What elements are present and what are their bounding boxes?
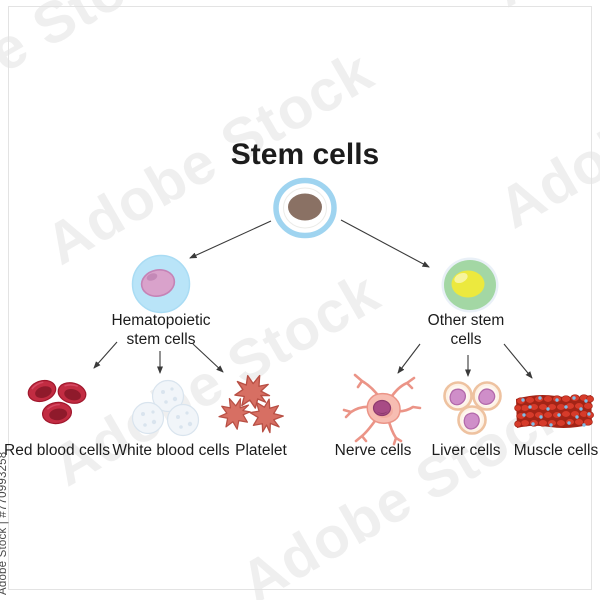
label-muscle-cells: Muscle cells: [513, 442, 599, 459]
label-nerve-cells: Nerve cells: [334, 442, 412, 459]
tree-arrows: [93, 219, 533, 379]
stock-credit: Adobe Stock | #770993258: [0, 451, 9, 595]
label-red-blood-cells: Red blood cells: [4, 442, 110, 459]
liver-cells-illustration: [443, 381, 502, 435]
muscle-cells-illustration: [514, 394, 594, 428]
arrow-other-to-nerve: [397, 343, 421, 374]
label-line: cells: [450, 330, 482, 348]
label-other-stem-cells: Other stem cells: [428, 312, 505, 349]
label-line: stem cells: [126, 330, 196, 348]
white-blood-cells-illustration: [131, 379, 200, 437]
arrow-stem-to-other: [340, 219, 430, 268]
diagram-title: Stem cells: [230, 138, 380, 171]
label-liver-cells: Liver cells: [431, 442, 501, 459]
label-hematopoietic-stem-cells: Hematopoietic stem cells: [111, 312, 210, 349]
nerve-cell-illustration: [342, 373, 422, 446]
arrow-hema-to-rbc: [93, 341, 118, 369]
arrow-hema-to-platelet: [192, 343, 224, 373]
label-platelet: Platelet: [235, 442, 287, 459]
stem-cell-illustration: [273, 177, 337, 239]
arrow-other-to-muscle: [503, 343, 533, 379]
arrow-stem-to-hematopoietic: [189, 220, 272, 259]
red-blood-cells-illustration: [27, 379, 87, 425]
platelets-illustration: [213, 369, 287, 436]
other-stem-cell-illustration: [441, 257, 499, 313]
label-line: Hematopoietic: [111, 312, 211, 329]
label-line: Other stem: [427, 312, 505, 329]
hematopoietic-cell-illustration: [131, 254, 191, 314]
label-white-blood-cells: White blood cells: [112, 442, 230, 459]
